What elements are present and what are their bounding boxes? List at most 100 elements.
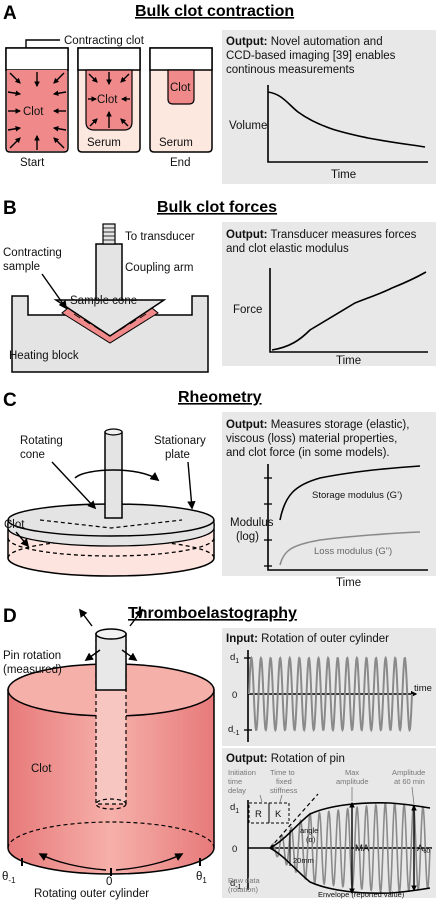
storage-modulus-label: Storage modulus (G’) — [312, 490, 402, 501]
modulus-axis-label-2: (log) — [236, 531, 259, 543]
initiation-label-2: time — [228, 777, 242, 786]
envelope-upper — [269, 802, 431, 849]
theta-zero-label: 0 — [106, 876, 112, 888]
clot-label-start: Clot — [23, 106, 44, 118]
section-a: A Bulk clot contraction Contracting clot… — [3, 3, 436, 184]
volume-axis-label: Volume — [229, 120, 267, 132]
contracting-sample-label-1: Contracting — [3, 247, 62, 259]
panel-letter-a: A — [3, 3, 17, 24]
time-to-label-3: stiffness — [270, 786, 298, 795]
clot-layer-line — [7, 537, 215, 557]
raw-data-label-1: Raw data — [228, 876, 261, 885]
time-axis-label-b: Time — [336, 355, 361, 367]
contracting-sample-label-2: sample — [3, 261, 40, 273]
sample-cone-label: Sample cone — [70, 295, 137, 307]
rheometer-shaft — [104, 431, 123, 519]
k-label: K — [275, 809, 282, 820]
stationary-plate-label-2: plate — [165, 449, 190, 461]
time-to-label-1: Time to — [270, 768, 295, 777]
output-text-b1: Output: Transducer measures forces — [226, 229, 417, 241]
output-text-d: Output: Rotation of pin — [226, 753, 345, 765]
output-text-c1: Output: Measures storage (elastic), — [226, 419, 409, 431]
theta-minus1-label: θ-1 — [2, 871, 16, 885]
coupling-arm-label: Coupling arm — [125, 262, 193, 274]
vial-end: Clot Serum — [149, 47, 213, 153]
input-text-d: Input: Rotation of outer cylinder — [226, 633, 389, 645]
angle-label: angle — [300, 826, 318, 835]
output-panel-a — [222, 30, 436, 184]
rotating-cone-label-2: cone — [20, 449, 45, 461]
clot-label-middle: Clot — [97, 94, 118, 106]
rotating-outer-cylinder-label: Rotating outer cylinder — [34, 888, 149, 900]
alpha-label: (α) — [306, 835, 316, 844]
input-dm1-label: d-1 — [228, 724, 240, 737]
axes-a — [267, 85, 428, 163]
input-time-label: time — [414, 683, 432, 694]
output-panel-c — [222, 412, 436, 576]
end-label: End — [170, 157, 190, 169]
amp60-label-2: at 60 min — [394, 777, 425, 786]
rotating-cone-label-1: Rotating — [20, 435, 63, 447]
input-d1-label: d1 — [230, 652, 239, 665]
modulus-axis-label-1: Modulus — [230, 517, 274, 529]
envelope-label: Envelope (reported value) — [318, 890, 405, 899]
output-text-b2: and clot elastic modulus — [226, 243, 349, 255]
mm20-label: 20mm — [293, 856, 314, 865]
pin-rotation-label-2: (measured) — [3, 664, 62, 676]
transducer-screw — [102, 223, 116, 245]
cone-arrow — [51, 461, 97, 510]
section-title-b: Bulk clot forces — [157, 199, 277, 216]
initiation-label-1: Initiation — [228, 768, 256, 777]
axes-c — [267, 464, 428, 571]
time-to-label-2: fixed — [276, 777, 292, 786]
output-d1-label: d1 — [230, 802, 239, 815]
output-text-a1: Output: Novel automation and — [226, 36, 383, 48]
time-axis-label-a: Time — [331, 169, 356, 181]
heating-block-label: Heating block — [9, 350, 79, 362]
raw-data-label-2: (rotation) — [228, 885, 259, 894]
section-title-c: Rheometry — [178, 389, 262, 406]
max-amp-label-2: amplitude — [336, 777, 369, 786]
output-text-a2: CCD-based imaging [39] enables — [226, 50, 396, 62]
pin-rotation-arrow-left — [78, 608, 93, 627]
output-text-a3: continous measurements — [226, 64, 355, 76]
clot-arrow-c — [15, 531, 30, 548]
angle-line — [269, 793, 319, 849]
output-text-c2: viscous (loss) material properties, — [226, 433, 397, 445]
to-transducer-label: To transducer — [125, 231, 195, 243]
force-curve — [271, 271, 427, 351]
input-zero-label: 0 — [232, 690, 237, 701]
output-text-c3: and clot force (in some models). — [226, 447, 390, 459]
contracting-clot-label: Contracting clot — [64, 35, 145, 47]
panel-letter-d: D — [3, 606, 17, 627]
pin-rotation-label-1: Pin rotation — [3, 650, 61, 662]
axes-b — [269, 268, 428, 353]
panel-letter-b: B — [3, 198, 17, 219]
vial-start: Clot — [5, 47, 69, 153]
section-d: D Thromboelastography Pin rotation (meas… — [2, 605, 436, 900]
cylinder-rotation-arrow-left — [38, 853, 107, 871]
force-axis-label: Force — [233, 304, 262, 316]
ma-label: MA — [355, 843, 370, 854]
r-label: R — [255, 809, 262, 820]
sample-arrow — [41, 273, 67, 310]
theta-1-label: θ1 — [196, 871, 207, 885]
start-label: Start — [20, 157, 45, 169]
section-b: B Bulk clot forces To transducer Couplin… — [3, 198, 436, 373]
max-amp-label-1: Max — [345, 768, 359, 777]
clot-label-c: Clot — [4, 519, 25, 531]
vial-middle: Clot Serum — [77, 47, 141, 153]
coupling-arm — [95, 243, 123, 301]
clot-label-end: Clot — [170, 82, 191, 94]
heating-block — [11, 295, 209, 373]
section-title-a: Bulk clot contraction — [135, 3, 294, 20]
stationary-plate-label-1: Stationary — [154, 435, 206, 447]
loss-modulus-label: Loss modulus (G”) — [314, 546, 392, 557]
input-sine-wave — [248, 655, 413, 733]
output-zero-label: 0 — [232, 844, 237, 855]
plate-arrow — [187, 461, 196, 510]
time-axis-label-c: Time — [336, 577, 361, 589]
storage-modulus-curve — [279, 465, 421, 521]
cylinder-rotation-arrow-right — [115, 853, 184, 871]
